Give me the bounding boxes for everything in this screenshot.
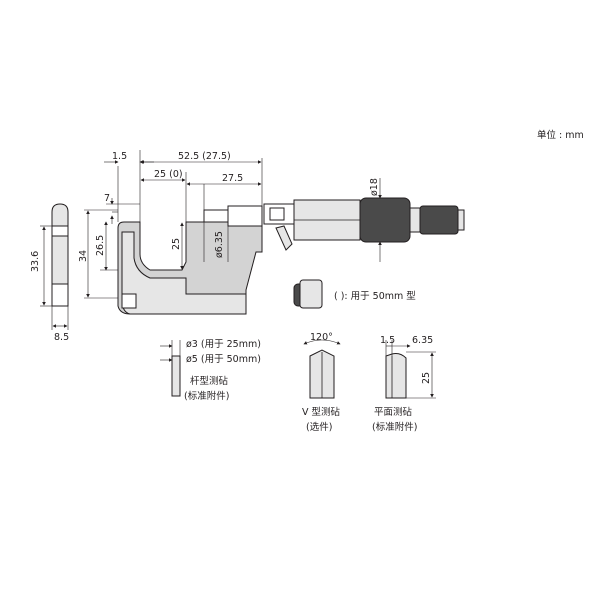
dim-left-7: 7: [104, 193, 110, 204]
flat-dim-1: 1.5: [380, 335, 395, 346]
unit-label: 单位 : mm: [537, 129, 584, 141]
dim-side-height: 33.6: [30, 251, 41, 272]
v-tag: (选件): [306, 421, 332, 433]
dim-top-1-5: 1.5: [112, 151, 127, 162]
rod-dia-2: ø5 (用于 50mm): [186, 354, 261, 365]
dim-spindle-dia: ø6.35: [214, 231, 225, 258]
v-name: V 型测砧: [302, 406, 341, 418]
flat-tag: (标准附件): [372, 421, 417, 433]
rod-tag: (标准附件): [184, 390, 229, 402]
dim-left-26-5: 26.5: [95, 235, 106, 256]
dim-inner-25: 25: [171, 238, 182, 250]
dim-sleeve-dia: ø18: [369, 178, 380, 196]
left-dimensions: [84, 198, 229, 299]
rod-name: 杆型测砧: [190, 375, 229, 387]
dim-top-52-5: 52.5 (27.5): [178, 151, 231, 162]
dim-side-width: 8.5: [54, 332, 69, 343]
dim-top-27-5: 27.5: [222, 173, 243, 184]
flat-dim-2: 6.35: [412, 335, 433, 346]
dim-left-34: 34: [78, 250, 89, 262]
rod-dia-1: ø3 (用于 25mm): [186, 339, 261, 350]
paren-note: ( ): 用于 50mm 型: [334, 291, 416, 302]
flat-anvil: [385, 340, 436, 399]
flat-name: 平面测砧: [374, 406, 413, 418]
v-angle: 120°: [310, 332, 333, 343]
flat-height: 25: [421, 372, 432, 384]
v-anvil: [303, 339, 341, 399]
micrometer-body: [117, 197, 465, 315]
top-dimensions: [104, 150, 263, 222]
side-view: [40, 203, 69, 330]
rod-anvil: [160, 340, 181, 397]
dim-top-25: 25 (0): [154, 169, 183, 180]
